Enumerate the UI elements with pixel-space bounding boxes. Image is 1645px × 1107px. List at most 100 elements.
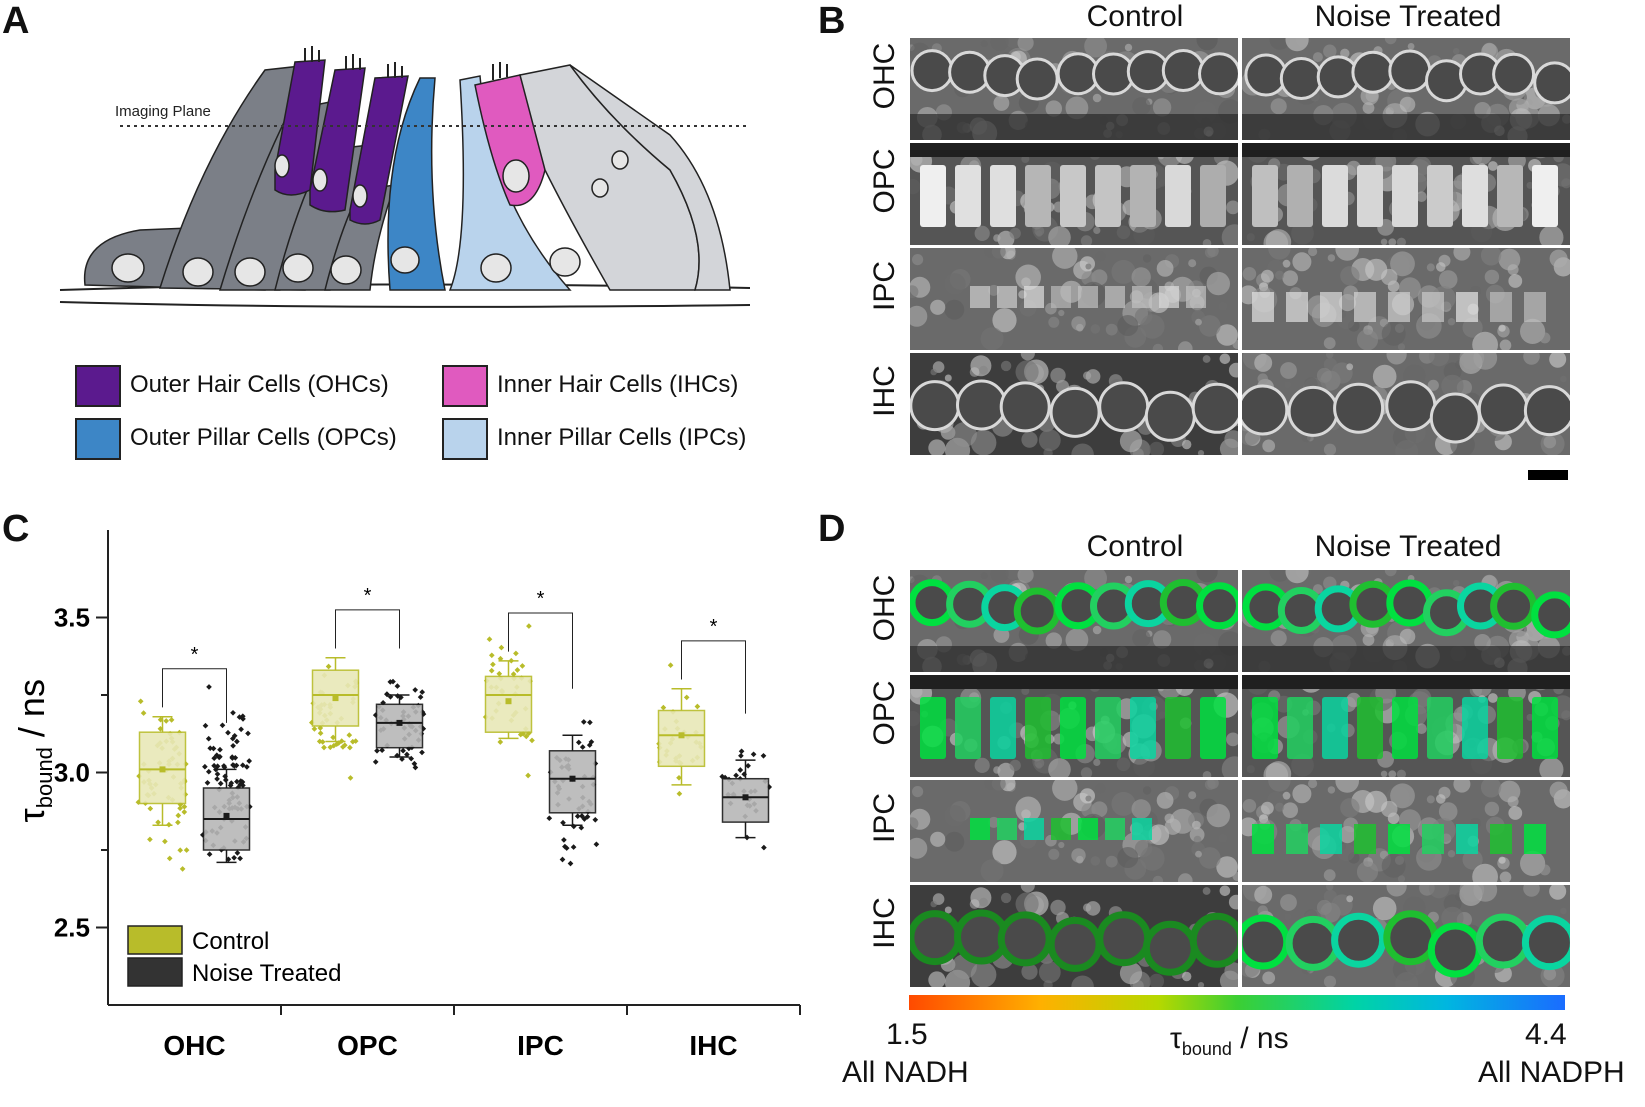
- data-point: [234, 778, 240, 785]
- data-point: [179, 866, 186, 872]
- cochlea-schematic: Imaging Plane: [59, 46, 751, 308]
- x-tick-label: IHC: [689, 1030, 737, 1061]
- data-point: [234, 850, 241, 856]
- legend-label-0: Outer Hair Cells (OHCs): [130, 371, 389, 398]
- data-point: [205, 768, 212, 775]
- data-point: [526, 623, 532, 629]
- panel-d-column-header-control: Control: [1086, 530, 1184, 563]
- data-point: [750, 751, 757, 758]
- data-point: [181, 803, 188, 810]
- panel-b-image-ipc-noise: [1242, 248, 1570, 350]
- data-point: [419, 749, 425, 756]
- data-point: [760, 752, 767, 759]
- data-point: [217, 780, 224, 787]
- data-point: [488, 667, 495, 674]
- data-point: [660, 704, 667, 711]
- data-point: [175, 812, 182, 819]
- data-point: [181, 809, 188, 815]
- data-point: [347, 775, 354, 781]
- y-tick-label: 3.5: [54, 603, 90, 633]
- colorbar-max-label: 4.4: [1525, 1018, 1567, 1051]
- colorbar: [909, 995, 1565, 1010]
- y-label-tau: τ: [11, 808, 52, 822]
- panel-d-row-label-ipc: IPC: [868, 793, 901, 844]
- data-point: [580, 719, 587, 725]
- panel-b-image-opc-noise: [1242, 143, 1570, 245]
- panel-b-image-ihc-noise: [1242, 353, 1570, 455]
- data-point: [575, 739, 582, 746]
- panel-b-image-ipc-control: [910, 248, 1238, 350]
- data-point: [513, 650, 519, 657]
- panel-d-image-opc-control: [910, 675, 1238, 777]
- panel-b-row-label-ohc: OHC: [868, 42, 901, 110]
- panel-b-row-label-ipc: IPC: [868, 261, 901, 312]
- data-point: [761, 844, 767, 851]
- data-point: [237, 855, 243, 862]
- significance-bracket: [162, 668, 227, 723]
- data-point: [490, 661, 496, 668]
- y-label-unit: / ns: [11, 679, 52, 747]
- panel-d-row-label-ihc: IHC: [868, 897, 901, 949]
- data-point: [202, 722, 209, 729]
- data-point: [347, 744, 353, 751]
- data-point: [162, 838, 168, 845]
- legend-swatch-1: [442, 365, 488, 407]
- data-point: [346, 732, 353, 738]
- data-point: [321, 744, 327, 751]
- data-point: [244, 764, 250, 770]
- data-point: [246, 758, 253, 764]
- panel-d-column-header-noise: Noise Treated: [1314, 530, 1502, 563]
- data-point: [317, 730, 324, 737]
- data-point: [412, 687, 419, 693]
- data-point: [166, 855, 173, 862]
- data-point: [588, 739, 595, 745]
- data-point: [408, 755, 415, 762]
- data-point: [486, 636, 493, 643]
- data-point: [230, 762, 236, 768]
- data-point: [560, 819, 566, 826]
- legend-swatch-0: [75, 365, 121, 407]
- data-point: [488, 652, 495, 659]
- data-point: [737, 767, 744, 773]
- data-point: [419, 689, 426, 695]
- significance-star: *: [710, 616, 718, 638]
- panel-d-image-ohc-noise: [1242, 570, 1570, 672]
- legend-swatch-1: [127, 957, 183, 987]
- data-point: [221, 763, 227, 769]
- panel-d-image-opc-noise: [1242, 675, 1570, 777]
- panel-d-image-ihc-control: [910, 885, 1238, 987]
- panel-d-image-ipc-noise: [1242, 780, 1570, 882]
- data-point: [230, 742, 236, 749]
- panel-d-row-label-ohc: OHC: [868, 574, 901, 642]
- data-point: [352, 738, 359, 744]
- data-point: [234, 738, 240, 745]
- data-point: [163, 718, 170, 724]
- data-point: [183, 847, 190, 853]
- panel-d-image-ipc-control: [910, 780, 1238, 882]
- panel-letter-c: C: [2, 508, 30, 550]
- data-point: [177, 847, 184, 854]
- mean-marker: [569, 775, 576, 782]
- significance-star: *: [537, 588, 545, 610]
- data-point: [733, 772, 739, 779]
- data-point: [559, 856, 566, 863]
- data-point: [319, 739, 326, 745]
- data-point: [567, 860, 574, 867]
- data-point: [140, 710, 147, 716]
- data-point: [579, 744, 586, 750]
- colorbar-unit: / ns: [1231, 1022, 1289, 1055]
- colorbar-tau: τ: [1170, 1022, 1182, 1055]
- data-point: [529, 737, 535, 744]
- significance-star: *: [191, 644, 199, 666]
- y-label-sub: bound: [32, 747, 57, 808]
- data-point: [227, 782, 234, 789]
- mean-marker: [505, 698, 512, 705]
- box: [484, 675, 533, 733]
- panel-d-row-label-opc: OPC: [868, 680, 901, 746]
- colorbar-tau-sub: bound: [1181, 1039, 1232, 1059]
- data-point: [214, 771, 221, 777]
- data-point: [311, 726, 318, 732]
- panel-b-image-ohc-control: [910, 38, 1238, 140]
- mean-marker: [159, 766, 166, 773]
- scale-bar: [1528, 470, 1568, 480]
